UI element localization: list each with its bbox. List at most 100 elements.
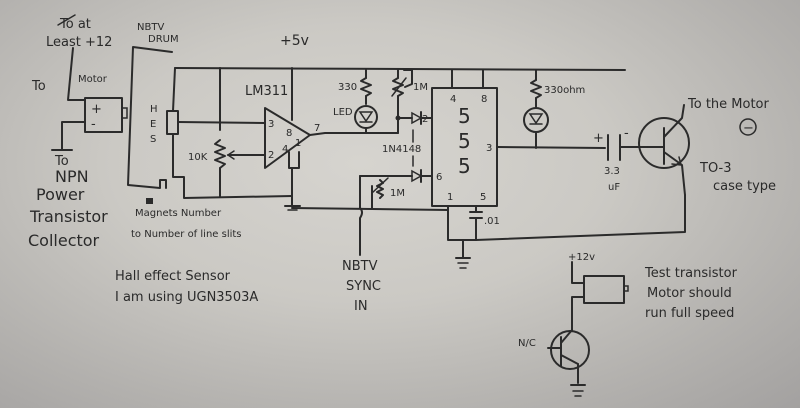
led-2-triangle (528, 113, 544, 125)
label-330ohm: 330ohm (544, 85, 585, 96)
label-test-3: run full speed (645, 306, 734, 321)
label-hall-2: I am using UGN3503A (115, 290, 258, 305)
label-330: 330 (338, 82, 357, 93)
label-10k: 10K (188, 152, 208, 163)
pot-10k-resistor (214, 139, 226, 169)
test-transistor-collector (560, 329, 573, 344)
diode-1n4148-2 (411, 169, 423, 183)
minus-sign: − (743, 121, 754, 136)
pin-2: 2 (268, 150, 274, 161)
label-motor: Motor (78, 74, 108, 85)
transistor-body (638, 117, 690, 169)
magnet-symbol (146, 198, 153, 204)
timer-label-5c: 5 (458, 154, 471, 178)
wiper-arrow (226, 150, 235, 160)
nbtv-drum-outline (127, 46, 173, 189)
transistor-emitter (663, 151, 686, 196)
rail-5v (174, 67, 626, 71)
label-hes-h: H (150, 104, 158, 115)
cap-plus: + (593, 131, 604, 146)
label-to-npn-2: NPN (55, 167, 89, 186)
wire-555-gnd (447, 205, 477, 241)
label-12v: +12v (568, 252, 595, 263)
test-motor (583, 275, 625, 304)
label-hes-e: E (150, 119, 156, 130)
ground-bus (291, 207, 449, 211)
label-collector: Collector (28, 231, 100, 250)
wire-1m-wiper (403, 69, 413, 88)
pin-555-6: 6 (436, 172, 442, 183)
label-case-type: case type (713, 179, 776, 194)
label-3-3: 3.3 (604, 166, 620, 177)
label-to-the-motor: To the Motor (687, 97, 770, 112)
wire-hes-vcc (172, 67, 176, 112)
label-1m-bottom: 1M (390, 188, 405, 199)
label-magnets-2: to Number of line slits (131, 229, 242, 240)
wire-hes-gnd (172, 133, 293, 199)
minus-circle (739, 118, 757, 136)
label-hes-s: S (150, 134, 156, 145)
pin-4: 4 (282, 144, 288, 155)
diode-1n4148-1 (411, 111, 423, 125)
label-to-at: To at (59, 17, 91, 32)
label-to-npn-1: To (54, 154, 69, 169)
label-to3: TO-3 (699, 161, 732, 176)
emitter-arrow (671, 156, 682, 166)
pin-555-5: 5 (480, 192, 486, 203)
label-nbtv-sync-2: SYNC (346, 279, 381, 294)
label-uf: uF (608, 182, 620, 193)
pot-1m-bottom-arrow (371, 177, 389, 194)
transistor-collector (663, 104, 685, 138)
label-nc: N/C (518, 338, 536, 349)
wire-test-collector (571, 296, 585, 331)
pot-1m-top-arrow (391, 77, 407, 97)
arrow-stroke (57, 14, 76, 26)
power-transistor-to3 (638, 104, 690, 196)
lm311-comparator (264, 107, 311, 169)
pin-555-1: 1 (447, 192, 453, 203)
led-1-triangle (358, 111, 374, 123)
wire-pin1-4 (288, 151, 300, 169)
label-hall-1: Hall effect Sensor (115, 269, 231, 284)
timer-label-5a: 5 (458, 104, 471, 128)
resistor-330 (360, 77, 372, 97)
wire-hes-out (177, 121, 266, 124)
label-led: LED (333, 107, 353, 118)
label-power: Power (36, 185, 85, 204)
label-transistor: Transistor (29, 207, 108, 226)
pin-555-8: 8 (481, 94, 487, 105)
label-5v: +5v (280, 33, 309, 49)
test-transistor (550, 330, 590, 370)
wire-555-out (496, 146, 606, 149)
hall-sensor (166, 110, 179, 135)
label-test-2: Motor should (647, 286, 732, 301)
wire-emitter-return (475, 194, 686, 241)
pin-555-3: 3 (486, 143, 492, 154)
pin-1: 1 (295, 138, 301, 149)
led-2 (523, 107, 549, 133)
motor-shaft (121, 107, 128, 119)
wire-lm311-out (309, 132, 399, 136)
label-test-1: Test transistor (644, 266, 738, 281)
label-nbtv-sync-3: IN (354, 299, 368, 314)
timer-label-5b: 5 (458, 129, 471, 153)
cap-minus: - (624, 126, 629, 141)
label-lm311: LM311 (245, 84, 288, 99)
label-magnets-1: Magnets Number (135, 208, 222, 219)
pin-3: 3 (268, 119, 274, 130)
timer-555: 4 8 5 5 5 3 6 1 5 (431, 87, 498, 207)
pin-7: 7 (314, 123, 320, 134)
wire-motor-plus (67, 47, 86, 101)
label-1m-top: 1M (413, 82, 428, 93)
led-1 (354, 105, 378, 129)
label-nbtv-sync-1: NBTV (342, 259, 378, 274)
label-least-12: Least +12 (46, 35, 112, 50)
wire-motor-minus (61, 121, 86, 151)
motor-plus: + (91, 102, 102, 117)
test-transistor-emitter (560, 354, 579, 365)
motor-minus: - (91, 117, 96, 132)
wire-sync-in (359, 207, 363, 256)
resistor-330ohm (530, 79, 542, 99)
pot-1m-top (392, 77, 404, 97)
